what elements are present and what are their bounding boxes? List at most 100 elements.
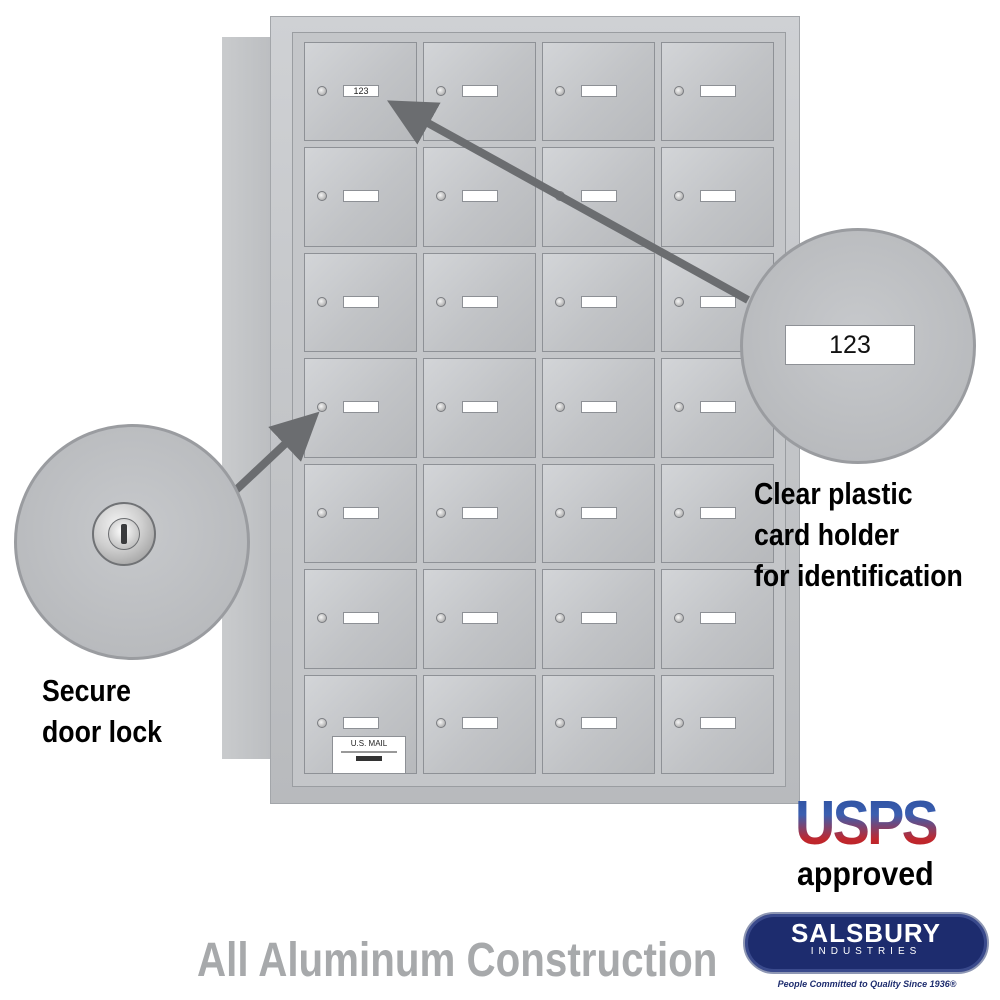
card-callout-line-2: card holder (754, 517, 900, 552)
door-lock-icon (674, 402, 684, 413)
card-holder-callout-text: Clear plastic card holder for identifica… (754, 473, 963, 596)
door-card-holder (700, 84, 736, 97)
door-lock-icon (555, 507, 565, 518)
door-lock-icon (436, 85, 446, 96)
mailbox-door (423, 569, 536, 669)
door-lock-icon (555, 402, 565, 413)
door-card-holder: 123 (343, 84, 379, 97)
door-card-holder (581, 612, 617, 625)
door-lock-icon (436, 507, 446, 518)
salsbury-logo (743, 912, 989, 974)
mailbox-door (304, 569, 417, 669)
lock-callout-line-1: Secure (42, 673, 131, 708)
mailbox-door (304, 463, 417, 564)
mailbox-door (423, 463, 536, 564)
mailbox-door (304, 147, 417, 247)
door-card-holder (462, 84, 498, 97)
door-lock-icon (555, 85, 565, 96)
door-lock-icon (555, 296, 565, 307)
door-lock-icon (436, 613, 446, 623)
door-lock-icon (317, 613, 327, 623)
keyhole-icon (121, 524, 127, 544)
mailbox-door (542, 358, 655, 458)
plate-text-line (341, 751, 397, 753)
mailbox-door-grid: 123 (304, 42, 774, 774)
door-card-holder (343, 506, 379, 519)
door-card-holder (343, 190, 379, 203)
door-lock-icon (317, 85, 327, 96)
door-card-holder (343, 612, 379, 625)
mailbox-door (542, 463, 655, 564)
card-callout-line-1: Clear plastic (754, 476, 913, 511)
door-card-holder (700, 190, 736, 203)
mailbox-door (661, 463, 774, 564)
door-lock-icon (674, 613, 684, 623)
door-lock-icon (317, 296, 327, 307)
mailbox-door (661, 147, 774, 247)
door-lock-icon (436, 296, 446, 307)
door-lock-icon (555, 718, 565, 729)
door-lock-icon (317, 718, 327, 729)
door-card-holder (462, 612, 498, 625)
mailbox-door (661, 569, 774, 669)
mailbox-door (304, 358, 417, 458)
plate-logo (356, 756, 382, 761)
card-holder-callout-bubble (740, 228, 976, 464)
door-lock-icon (317, 402, 327, 413)
construction-caption: All Aluminum Construction (197, 934, 718, 987)
door-card-holder (462, 295, 498, 308)
door-lock-icon (317, 191, 327, 202)
door-lock-icon (555, 613, 565, 623)
mailbox-door (423, 674, 536, 774)
lock-callout-line-2: door lock (42, 714, 162, 749)
door-card-holder (343, 401, 379, 414)
door-card-holder (581, 506, 617, 519)
salsbury-name: SALSBURY (790, 918, 942, 948)
door-card-holder (462, 190, 498, 203)
door-card-holder (700, 612, 736, 625)
usps-logo: USPS (795, 789, 939, 858)
door-lock-icon (317, 507, 327, 518)
door-card-holder (581, 401, 617, 414)
door-lock-icon (674, 296, 684, 307)
door-card-holder (700, 717, 736, 730)
us-mail-label: U.S. MAIL (350, 739, 388, 748)
door-card-holder (343, 295, 379, 308)
door-lock-icon (674, 191, 684, 202)
lock-arrow (233, 411, 320, 493)
card-holder-zoom: 123 (785, 325, 915, 365)
door-card-holder (581, 717, 617, 730)
mailbox-door (661, 674, 774, 774)
salsbury-tagline: People Committed to Quality Since 1936® (777, 979, 957, 989)
card-callout-line-3: for identification (754, 558, 963, 593)
mailbox-door (542, 42, 655, 142)
mailbox-door (661, 42, 774, 142)
mailbox-door (423, 252, 536, 353)
mailbox-door (542, 252, 655, 353)
mailbox-door (304, 674, 417, 774)
door-card-holder (462, 717, 498, 730)
door-card-holder (581, 295, 617, 308)
door-card-holder (343, 717, 379, 730)
mailbox-door (423, 358, 536, 458)
door-card-holder (581, 84, 617, 97)
door-lock-icon (674, 718, 684, 729)
door-lock-icon (674, 507, 684, 518)
door-card-holder (581, 190, 617, 203)
door-lock-icon (674, 85, 684, 96)
mailbox-door (542, 569, 655, 669)
usps-approved-text: approved (797, 855, 934, 892)
door-card-holder (700, 506, 736, 519)
door-card-holder (462, 401, 498, 414)
mailbox-door (304, 252, 417, 353)
us-mail-plate: U.S. MAIL (332, 736, 406, 774)
door-lock-icon (436, 402, 446, 413)
door-card-holder (700, 401, 736, 414)
salsbury-subtitle: INDUSTRIES (810, 946, 922, 957)
door-lock-icon (436, 718, 446, 729)
mailbox-door (423, 42, 536, 142)
door-card-holder (462, 506, 498, 519)
door-card-holder (700, 295, 736, 308)
card-holder-arrow (386, 100, 750, 304)
